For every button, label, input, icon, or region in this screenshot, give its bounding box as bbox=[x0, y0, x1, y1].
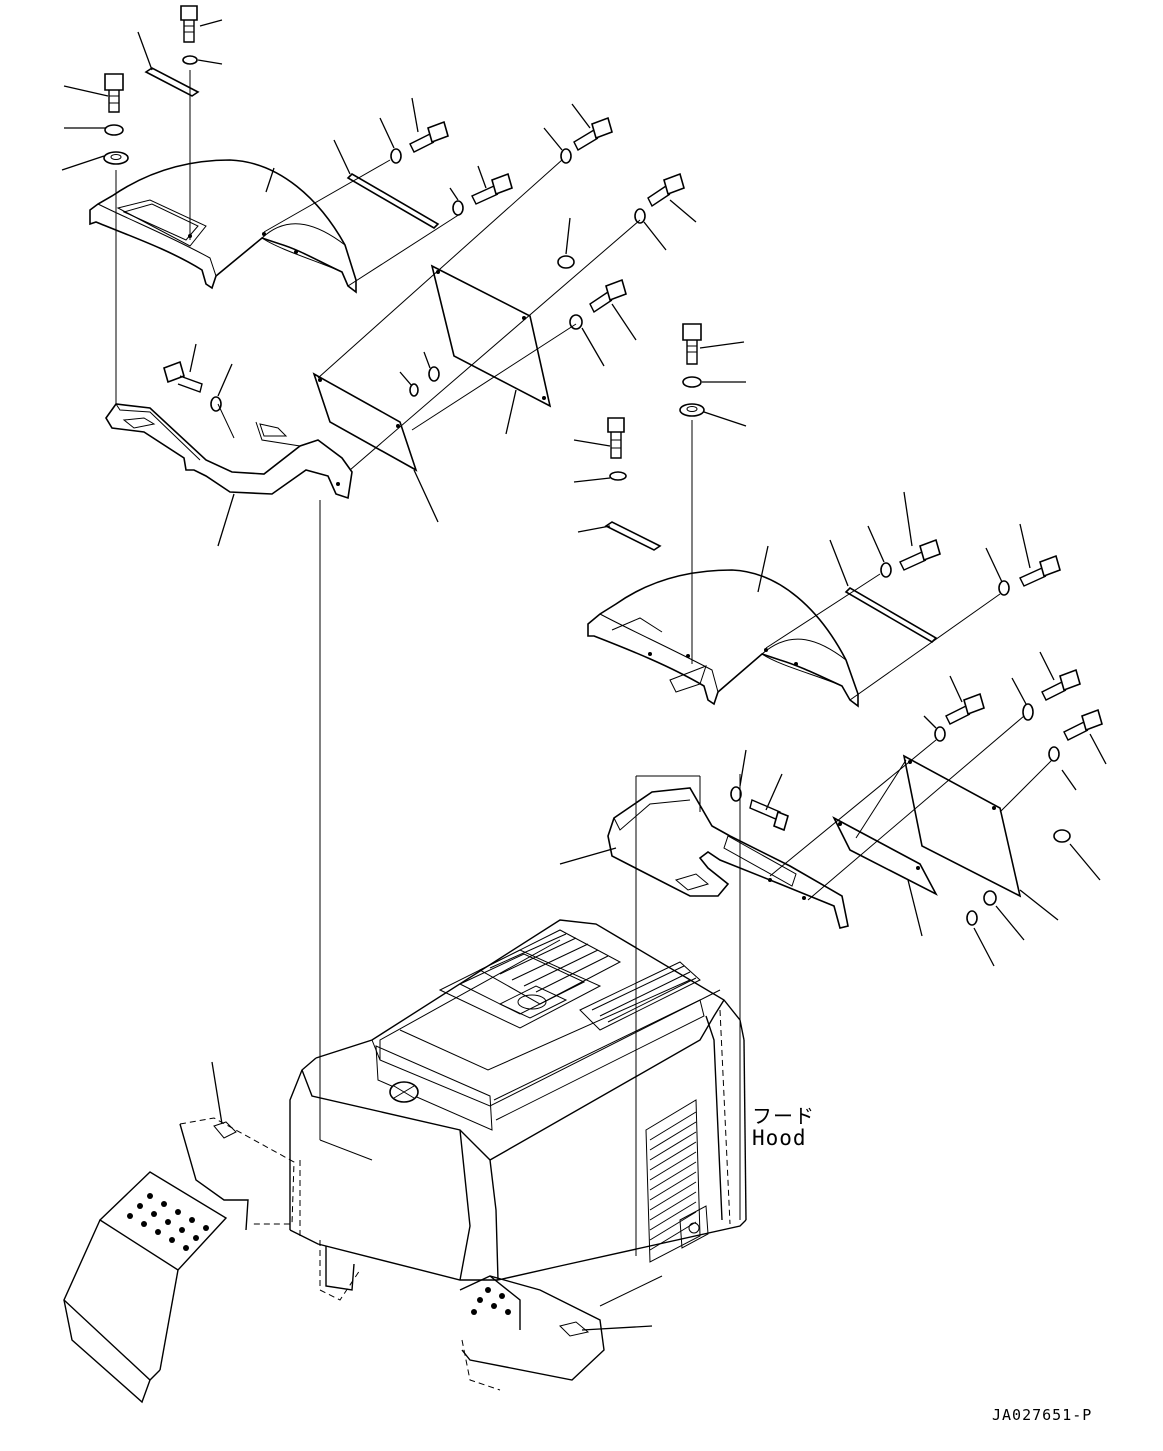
plate-right bbox=[604, 521, 662, 551]
rubber-washer-right bbox=[679, 403, 705, 417]
bolt-r-2 bbox=[1019, 554, 1061, 587]
washer-r-2 bbox=[998, 580, 1010, 596]
bolt-upper-left-top bbox=[180, 5, 198, 43]
cover-upper-left bbox=[89, 159, 357, 294]
bracket-right bbox=[607, 787, 849, 929]
bolt-ul-bracket bbox=[163, 360, 203, 393]
panel-upper-left-rear bbox=[430, 264, 552, 408]
step-holes-right bbox=[471, 1287, 511, 1315]
bolt-r-4 bbox=[1041, 668, 1081, 701]
callout-lines-right bbox=[559, 341, 1107, 967]
washer-ul-6 bbox=[428, 366, 440, 382]
bracket-upper-left bbox=[105, 403, 353, 500]
washer-r-3 bbox=[934, 726, 946, 742]
washer-r-bracket bbox=[730, 786, 742, 802]
washer-ul-2 bbox=[452, 200, 464, 216]
bolt-r-1 bbox=[899, 538, 941, 571]
grommet-upper-left bbox=[557, 255, 575, 269]
hood-body bbox=[289, 919, 747, 1301]
grommet-right bbox=[1053, 829, 1071, 843]
bolt-r-5 bbox=[1063, 708, 1103, 741]
washer-upper-left-side bbox=[104, 124, 124, 136]
bolt-ul-4 bbox=[647, 172, 685, 208]
washer-ul-4 bbox=[634, 208, 646, 224]
bolt-right-mid bbox=[607, 417, 625, 459]
washer-right-mid bbox=[609, 471, 627, 481]
nut-r-1 bbox=[1022, 703, 1034, 721]
bolt-ul-3 bbox=[573, 116, 613, 151]
bolt-upper-left-side bbox=[104, 73, 124, 113]
cover-right bbox=[587, 569, 859, 708]
bolt-ul-1 bbox=[409, 120, 449, 153]
hood-label-english: Hood bbox=[752, 1126, 807, 1150]
step-right bbox=[459, 1275, 605, 1391]
nut-ul bbox=[409, 383, 419, 397]
panel-right-front bbox=[832, 816, 938, 896]
nut-r-2 bbox=[966, 910, 978, 926]
drawing-id: JA027651-P bbox=[992, 1406, 1093, 1424]
panel-upper-left-front bbox=[312, 372, 418, 472]
callout-lines-upper-left bbox=[61, 19, 697, 547]
strip-right bbox=[844, 586, 938, 644]
washer-ul-3 bbox=[560, 148, 572, 164]
plate-upper-left bbox=[144, 67, 200, 97]
strip-upper-left bbox=[346, 172, 440, 230]
washer-r-1 bbox=[880, 562, 892, 578]
washer-upper-left-top bbox=[182, 55, 198, 65]
rubber-washer-upper-left bbox=[103, 151, 129, 165]
top-grill bbox=[478, 929, 701, 1031]
washer-ul-1 bbox=[390, 148, 402, 164]
step-left bbox=[63, 1117, 295, 1404]
washer-r-4 bbox=[1048, 746, 1060, 762]
washer-ul-bracket bbox=[210, 396, 222, 412]
bolt-ul-2 bbox=[471, 172, 513, 205]
bolt-r-3 bbox=[945, 692, 985, 725]
bolt-right-top bbox=[682, 323, 702, 365]
washer-right-top bbox=[682, 376, 702, 388]
hood-label-japanese: フード bbox=[752, 1104, 815, 1128]
washer-r-5 bbox=[983, 890, 997, 906]
step-holes-left bbox=[127, 1193, 209, 1251]
bolt-r-bracket bbox=[749, 799, 789, 832]
side-grill bbox=[645, 1099, 709, 1263]
bolt-ul-5 bbox=[589, 278, 627, 314]
